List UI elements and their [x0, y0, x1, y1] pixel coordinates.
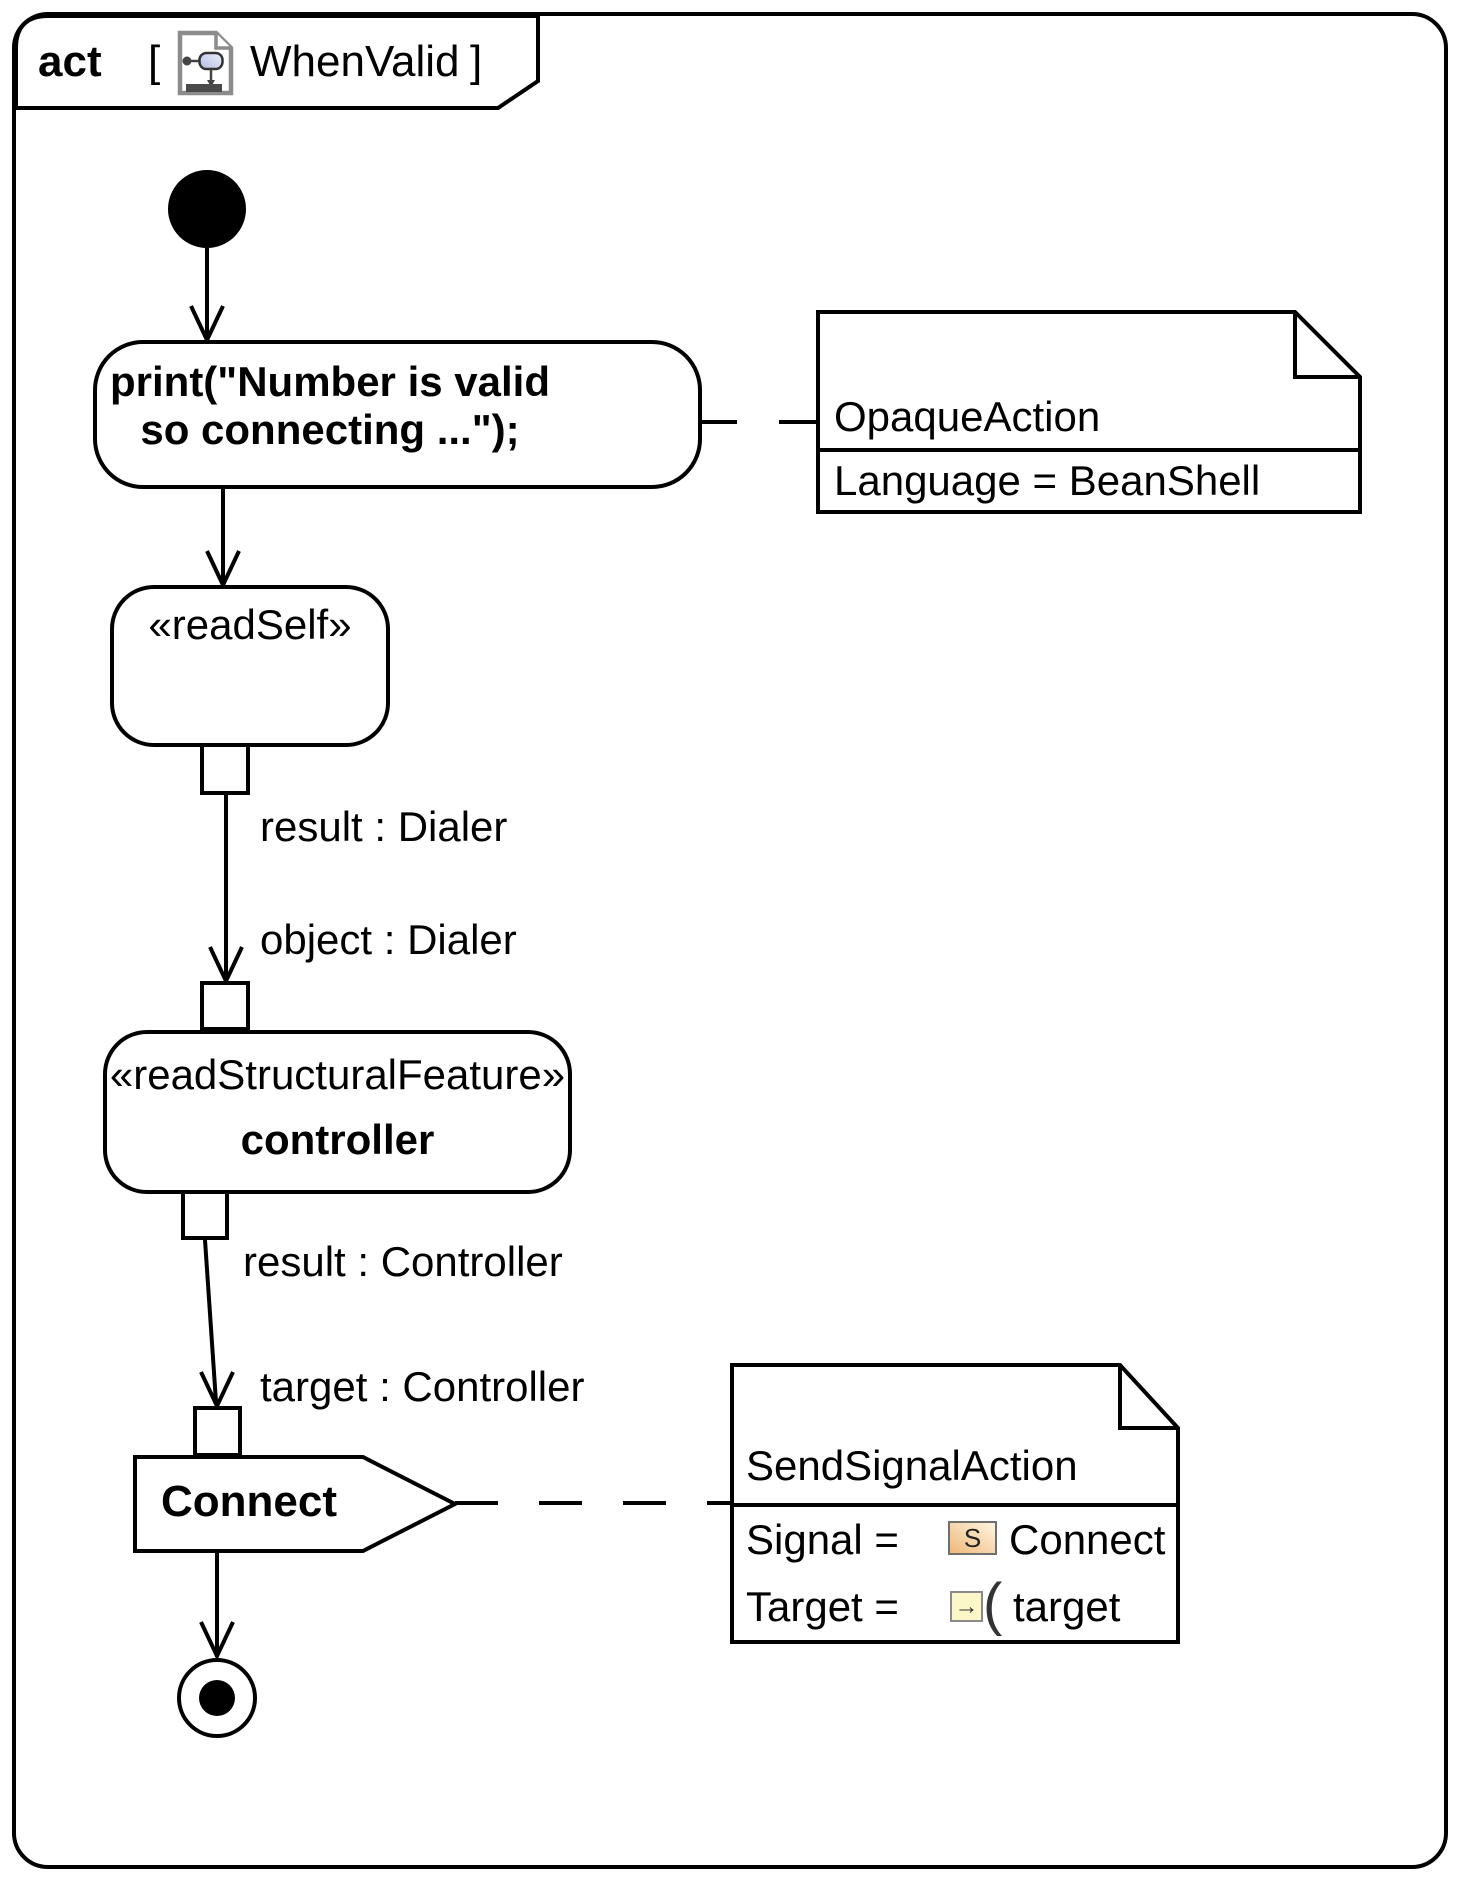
- signal-icon-letter: S: [963, 1523, 982, 1553]
- diagram-name: WhenValid: [250, 37, 460, 86]
- frame-bracket-open: [: [148, 37, 161, 86]
- note-send-title: SendSignalAction: [746, 1442, 1078, 1489]
- input-pin-icon: →: [950, 1591, 983, 1622]
- arrowhead-final: [199, 1621, 235, 1661]
- note-opaque-property: Language = BeanShell: [834, 457, 1261, 504]
- send-signal-name: Connect: [161, 1477, 337, 1526]
- read-self-stereotype: «readSelf»: [148, 601, 352, 648]
- pin-label-object-dialer: object : Dialer: [260, 916, 517, 963]
- note-opaque-fold-corner: [1293, 312, 1360, 379]
- pin-label-result-controller: result : Controller: [243, 1238, 563, 1285]
- note-send-target-value: target: [1013, 1583, 1121, 1630]
- print-action-node: [93, 340, 702, 489]
- diagram-frame: [12, 12, 1448, 1869]
- print-action-body-line1: print("Number is valid: [110, 358, 550, 405]
- input-pin-icon-arrow: →: [954, 1592, 979, 1620]
- pin-label-target-controller: target : Controller: [260, 1363, 585, 1410]
- object-flow-result-to-target: [203, 1239, 218, 1403]
- read-structural-feature-name: controller: [240, 1116, 435, 1163]
- note-send-fold-corner: [1118, 1365, 1178, 1430]
- initial-node: [168, 170, 246, 248]
- activity-final-node-inner: [199, 1680, 235, 1716]
- output-pin-result-dialer: [200, 743, 250, 795]
- output-pin-result-controller: [181, 1190, 229, 1240]
- note-send-signal-label: Signal =: [746, 1516, 899, 1563]
- activity-diagram-icon: [177, 30, 234, 96]
- frame-kind-label: act: [38, 37, 102, 86]
- read-structural-feature-stereotype: «readStructuralFeature»: [109, 1051, 566, 1098]
- input-pin-target-controller: [193, 1406, 242, 1457]
- send-signal-connect-node: [133, 1455, 460, 1553]
- print-action-body-line2: so connecting ...");: [140, 406, 520, 453]
- pin-bracket-glyph: (: [983, 1572, 1003, 1637]
- note-opaque-action: [816, 310, 1362, 514]
- signal-icon: S: [948, 1521, 997, 1555]
- frame-header-tab: [14, 14, 540, 110]
- note-send-target-label: Target =: [746, 1583, 899, 1630]
- input-pin-object-dialer: [200, 981, 250, 1031]
- read-structural-feature-action-node: [103, 1030, 572, 1194]
- frame-bracket-close: ]: [470, 37, 483, 86]
- pin-label-result-dialer: result : Dialer: [260, 803, 508, 850]
- note-opaque-title: OpaqueAction: [834, 393, 1101, 440]
- note-send-signal-value: Connect: [1009, 1516, 1166, 1563]
